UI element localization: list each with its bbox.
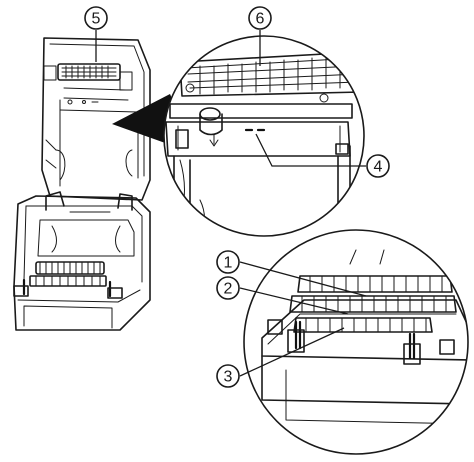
callout-2: 2 bbox=[216, 276, 240, 300]
leader-2 bbox=[239, 287, 349, 315]
leader-4 bbox=[255, 133, 366, 167]
svg-text:1: 1 bbox=[224, 255, 233, 272]
leader-1 bbox=[239, 261, 367, 297]
callout-5: 5 bbox=[84, 6, 108, 30]
svg-text:5: 5 bbox=[92, 11, 101, 28]
callout-6: 6 bbox=[248, 6, 272, 30]
callout-4: 4 bbox=[366, 154, 390, 178]
bottom-detail-magnifier bbox=[243, 229, 469, 455]
svg-text:3: 3 bbox=[224, 369, 233, 386]
callout-1: 1 bbox=[216, 250, 240, 274]
svg-text:6: 6 bbox=[256, 11, 265, 28]
base-platen bbox=[13, 261, 123, 299]
printer-body bbox=[13, 37, 151, 331]
bottom-platen bbox=[287, 275, 457, 365]
top-detail-magnifier bbox=[163, 35, 365, 237]
svg-text:2: 2 bbox=[224, 281, 233, 298]
leader-3 bbox=[239, 327, 345, 377]
print-head-lid bbox=[43, 63, 133, 91]
callout-3: 3 bbox=[216, 364, 240, 388]
svg-text:4: 4 bbox=[374, 159, 383, 176]
